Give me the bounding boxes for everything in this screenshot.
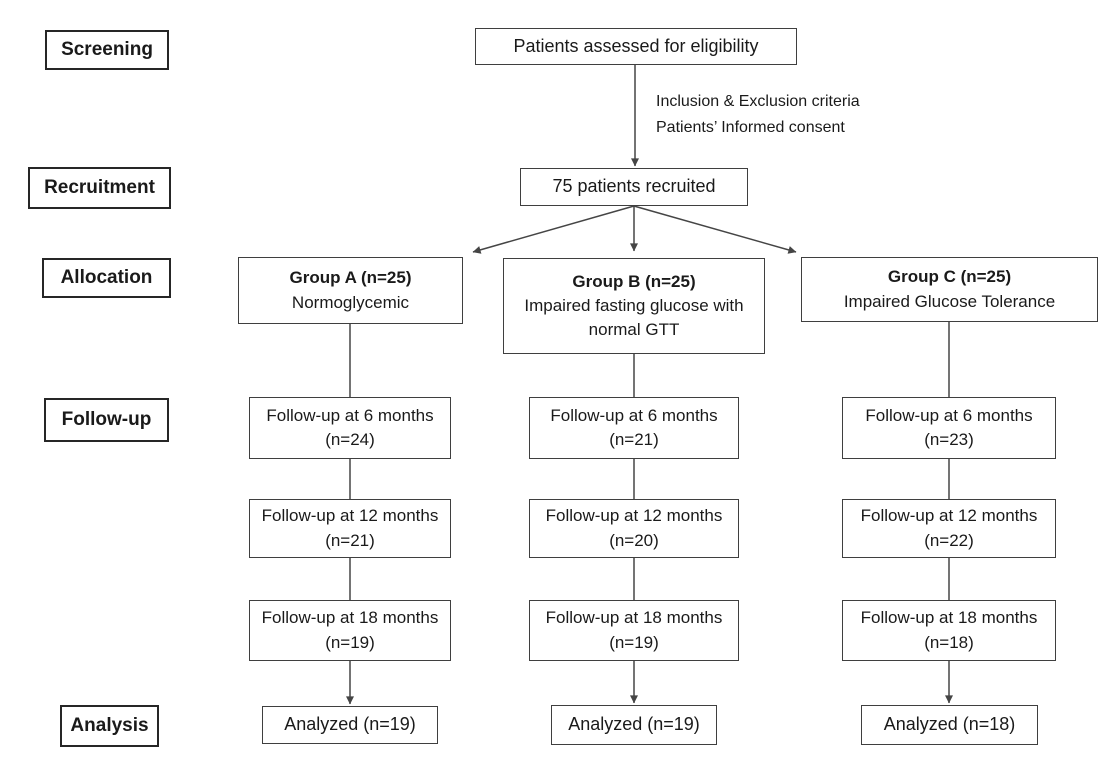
- group-c-title: Group C (n=25): [887, 267, 1012, 287]
- followup-a-6m-n: (n=24): [325, 430, 375, 449]
- followup-b-6m-n: (n=21): [609, 430, 659, 449]
- followup-a-18m-n: (n=19): [325, 632, 375, 652]
- followup-a-6m-box: Follow-up at 6 months (n=24): [249, 397, 451, 459]
- group-b-title: Group B (n=25): [572, 271, 696, 291]
- followup-b-12m-label: Follow-up at 12 months: [545, 506, 723, 526]
- followup-a-12m-box: Follow-up at 12 months (n=21): [249, 499, 451, 558]
- followup-b-12m-box: Follow-up at 12 months (n=20): [529, 499, 739, 558]
- group-a-subtitle: Normoglycemic: [291, 292, 410, 312]
- followup-c-6m-n: (n=23): [924, 430, 974, 449]
- group-b-box: Group B (n=25) Impaired fasting glucose …: [503, 258, 765, 354]
- followup-a-12m-n: (n=21): [325, 530, 375, 550]
- followup-b-18m-box: Follow-up at 18 months (n=19): [529, 600, 739, 661]
- followup-c-6m-box: Follow-up at 6 months (n=23): [842, 397, 1056, 459]
- followup-a-18m-label: Follow-up at 18 months: [261, 608, 439, 628]
- followup-c-6m-label: Follow-up at 6 months: [865, 405, 1033, 425]
- group-c-box: Group C (n=25) Impaired Glucose Toleranc…: [801, 257, 1098, 322]
- analyzed-b-box: Analyzed (n=19): [551, 705, 717, 745]
- criteria-note-line1: Inclusion & Exclusion criteria: [656, 93, 860, 110]
- group-a-title: Group A (n=25): [289, 268, 412, 288]
- followup-a-18m-box: Follow-up at 18 months (n=19): [249, 600, 451, 661]
- analyzed-c-box: Analyzed (n=18): [861, 705, 1038, 745]
- followup-c-12m-label: Follow-up at 12 months: [860, 506, 1038, 526]
- followup-b-6m-label: Follow-up at 6 months: [550, 405, 718, 425]
- followup-b-18m-n: (n=19): [609, 632, 659, 652]
- followup-b-6m-box: Follow-up at 6 months (n=21): [529, 397, 739, 459]
- eligibility-box: Patients assessed for eligibility: [475, 28, 797, 65]
- followup-b-12m-n: (n=20): [609, 530, 659, 550]
- stage-label-screening: Screening: [45, 30, 169, 70]
- followup-c-18m-label: Follow-up at 18 months: [860, 608, 1038, 628]
- group-a-box: Group A (n=25) Normoglycemic: [238, 257, 463, 324]
- followup-c-18m-box: Follow-up at 18 months (n=18): [842, 600, 1056, 661]
- stage-label-analysis: Analysis: [60, 705, 159, 747]
- group-c-subtitle: Impaired Glucose Tolerance: [843, 291, 1056, 311]
- analyzed-a-box: Analyzed (n=19): [262, 706, 438, 744]
- stage-label-allocation: Allocation: [42, 258, 171, 298]
- stage-label-recruitment: Recruitment: [28, 167, 171, 209]
- recruited-box: 75 patients recruited: [520, 168, 748, 206]
- followup-c-12m-n: (n=22): [924, 530, 974, 550]
- followup-a-6m-label: Follow-up at 6 months: [266, 405, 434, 425]
- followup-a-12m-label: Follow-up at 12 months: [261, 506, 439, 526]
- followup-c-12m-box: Follow-up at 12 months (n=22): [842, 499, 1056, 558]
- followup-b-18m-label: Follow-up at 18 months: [545, 608, 723, 628]
- followup-c-18m-n: (n=18): [924, 632, 974, 652]
- criteria-note: Inclusion & Exclusion criteria Patients’…: [656, 89, 860, 141]
- group-b-subtitle: Impaired fasting glucose with normal GTT: [524, 295, 744, 340]
- stage-label-followup: Follow-up: [44, 398, 169, 442]
- criteria-note-line2: Patients’ Informed consent: [656, 119, 845, 136]
